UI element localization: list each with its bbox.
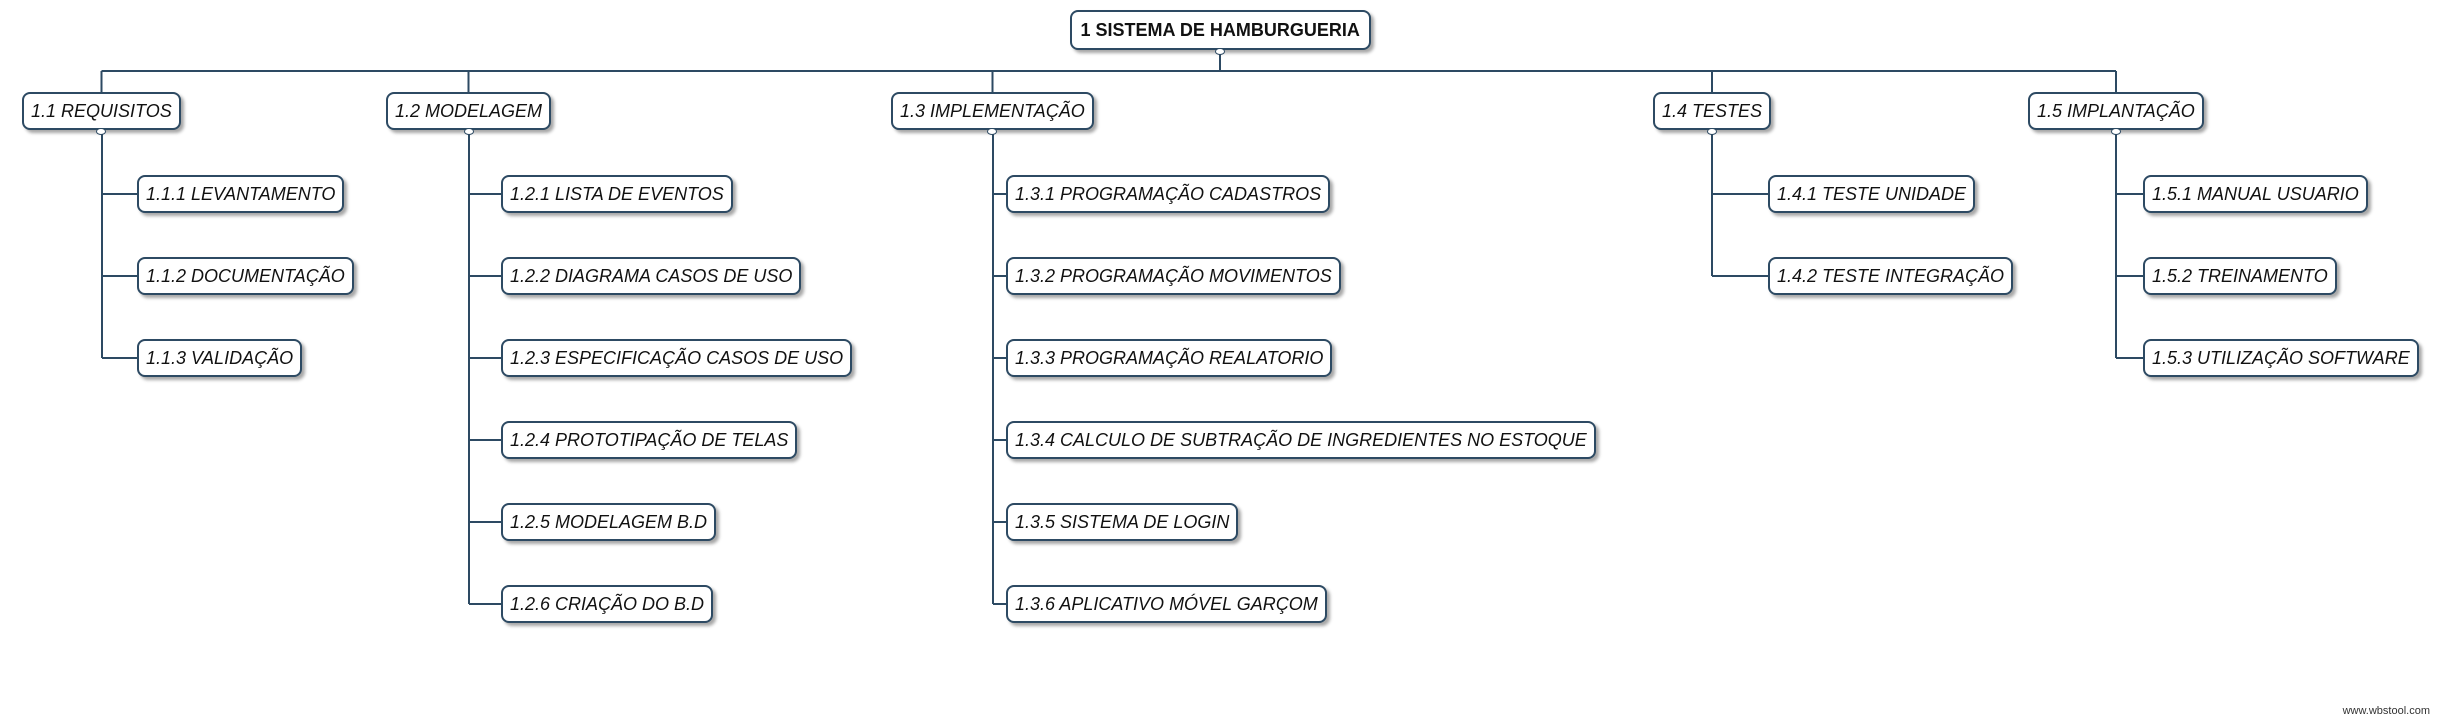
collapse-toggle-icon[interactable]	[463, 128, 474, 135]
node-label: 1.1.3 VALIDAÇÃO	[146, 347, 294, 368]
node-label: 1.2 MODELAGEM	[395, 100, 543, 121]
leaf-node[interactable]: 1.2.3 ESPECIFICAÇÃO CASOS DE USO	[501, 339, 853, 377]
collapse-toggle-icon[interactable]	[1215, 48, 1226, 55]
branch-node[interactable]: 1.3 IMPLEMENTAÇÃO	[891, 92, 1094, 135]
node-label: 1.2.5 MODELAGEM B.D	[510, 511, 708, 532]
root-node[interactable]: 1 SISTEMA DE HAMBURGUERIA	[1069, 10, 1371, 55]
leaf-node[interactable]: 1.3.3 PROGRAMAÇÃO REALATORIO	[1006, 339, 1333, 377]
leaf-node[interactable]: 1.5.3 UTILIZAÇÃO SOFTWARE	[2143, 339, 2419, 377]
leaf-node[interactable]: 1.4.2 TESTE INTEGRAÇÃO	[1768, 257, 2014, 295]
leaf-node[interactable]: 1.4.1 TESTE UNIDADE	[1768, 175, 1976, 213]
leaf-node[interactable]: 1.3.2 PROGRAMAÇÃO MOVIMENTOS	[1006, 257, 1341, 295]
node-label: 1.3.2 PROGRAMAÇÃO MOVIMENTOS	[1015, 265, 1332, 286]
node-label: 1.2.4 PROTOTIPAÇÃO DE TELAS	[510, 429, 789, 450]
leaf-node[interactable]: 1.2.6 CRIAÇÃO DO B.D	[501, 585, 714, 623]
node-label: 1.2.3 ESPECIFICAÇÃO CASOS DE USO	[510, 347, 844, 368]
leaf-node[interactable]: 1.1.3 VALIDAÇÃO	[137, 339, 303, 377]
node-label: 1.3 IMPLEMENTAÇÃO	[900, 100, 1085, 121]
leaf-node[interactable]: 1.2.1 LISTA DE EVENTOS	[501, 175, 733, 213]
node-label: 1.3.5 SISTEMA DE LOGIN	[1015, 511, 1230, 532]
node-label: 1.2.2 DIAGRAMA CASOS DE USO	[510, 265, 793, 286]
node-label: 1.3.4 CALCULO DE SUBTRAÇÃO DE INGREDIENT…	[1015, 429, 1587, 450]
leaf-node[interactable]: 1.3.4 CALCULO DE SUBTRAÇÃO DE INGREDIENT…	[1006, 421, 1596, 459]
leaf-node[interactable]: 1.2.5 MODELAGEM B.D	[501, 503, 717, 541]
leaf-node[interactable]: 1.1.1 LEVANTAMENTO	[137, 175, 345, 213]
node-label: 1.3.3 PROGRAMAÇÃO REALATORIO	[1015, 347, 1324, 368]
leaf-node[interactable]: 1.1.2 DOCUMENTAÇÃO	[137, 257, 354, 295]
collapse-toggle-icon[interactable]	[1707, 128, 1718, 135]
node-label: 1.4.1 TESTE UNIDADE	[1777, 183, 1967, 204]
node-label: 1.2.6 CRIAÇÃO DO B.D	[510, 593, 705, 614]
node-label: 1.5.1 MANUAL USUARIO	[2152, 183, 2359, 204]
leaf-node[interactable]: 1.3.6 APLICATIVO MÓVEL GARÇOM	[1006, 585, 1327, 623]
node-label: 1.5.2 TREINAMENTO	[2152, 265, 2328, 286]
node-label: 1.5 IMPLANTAÇÃO	[2037, 100, 2195, 121]
node-label: 1.1.1 LEVANTAMENTO	[146, 183, 336, 204]
node-label: 1.3.1 PROGRAMAÇÃO CADASTROS	[1015, 183, 1322, 204]
leaf-node[interactable]: 1.2.4 PROTOTIPAÇÃO DE TELAS	[501, 421, 798, 459]
node-label: 1.1 REQUISITOS	[31, 100, 172, 121]
leaf-node[interactable]: 1.5.1 MANUAL USUARIO	[2143, 175, 2368, 213]
branch-node[interactable]: 1.4 TESTES	[1653, 92, 1772, 135]
leaf-node[interactable]: 1.3.1 PROGRAMAÇÃO CADASTROS	[1006, 175, 1331, 213]
branch-node[interactable]: 1.2 MODELAGEM	[386, 92, 552, 135]
leaf-node[interactable]: 1.2.2 DIAGRAMA CASOS DE USO	[501, 257, 802, 295]
branch-node[interactable]: 1.1 REQUISITOS	[22, 92, 181, 135]
node-label: 1 SISTEMA DE HAMBURGUERIA	[1080, 19, 1360, 40]
node-label: 1.5.3 UTILIZAÇÃO SOFTWARE	[2152, 347, 2410, 368]
node-label: 1.4 TESTES	[1662, 100, 1763, 121]
node-label: 1.1.2 DOCUMENTAÇÃO	[146, 265, 345, 286]
leaf-node[interactable]: 1.3.5 SISTEMA DE LOGIN	[1006, 503, 1239, 541]
leaf-node[interactable]: 1.5.2 TREINAMENTO	[2143, 257, 2337, 295]
branch-node[interactable]: 1.5 IMPLANTAÇÃO	[2028, 92, 2204, 135]
watermark: www.wbstool.com	[2342, 705, 2430, 717]
collapse-toggle-icon[interactable]	[2110, 128, 2121, 135]
node-label: 1.3.6 APLICATIVO MÓVEL GARÇOM	[1015, 593, 1318, 614]
collapse-toggle-icon[interactable]	[987, 128, 998, 135]
node-label: 1.2.1 LISTA DE EVENTOS	[510, 183, 724, 204]
node-label: 1.4.2 TESTE INTEGRAÇÃO	[1777, 265, 2005, 286]
collapse-toggle-icon[interactable]	[96, 128, 107, 135]
